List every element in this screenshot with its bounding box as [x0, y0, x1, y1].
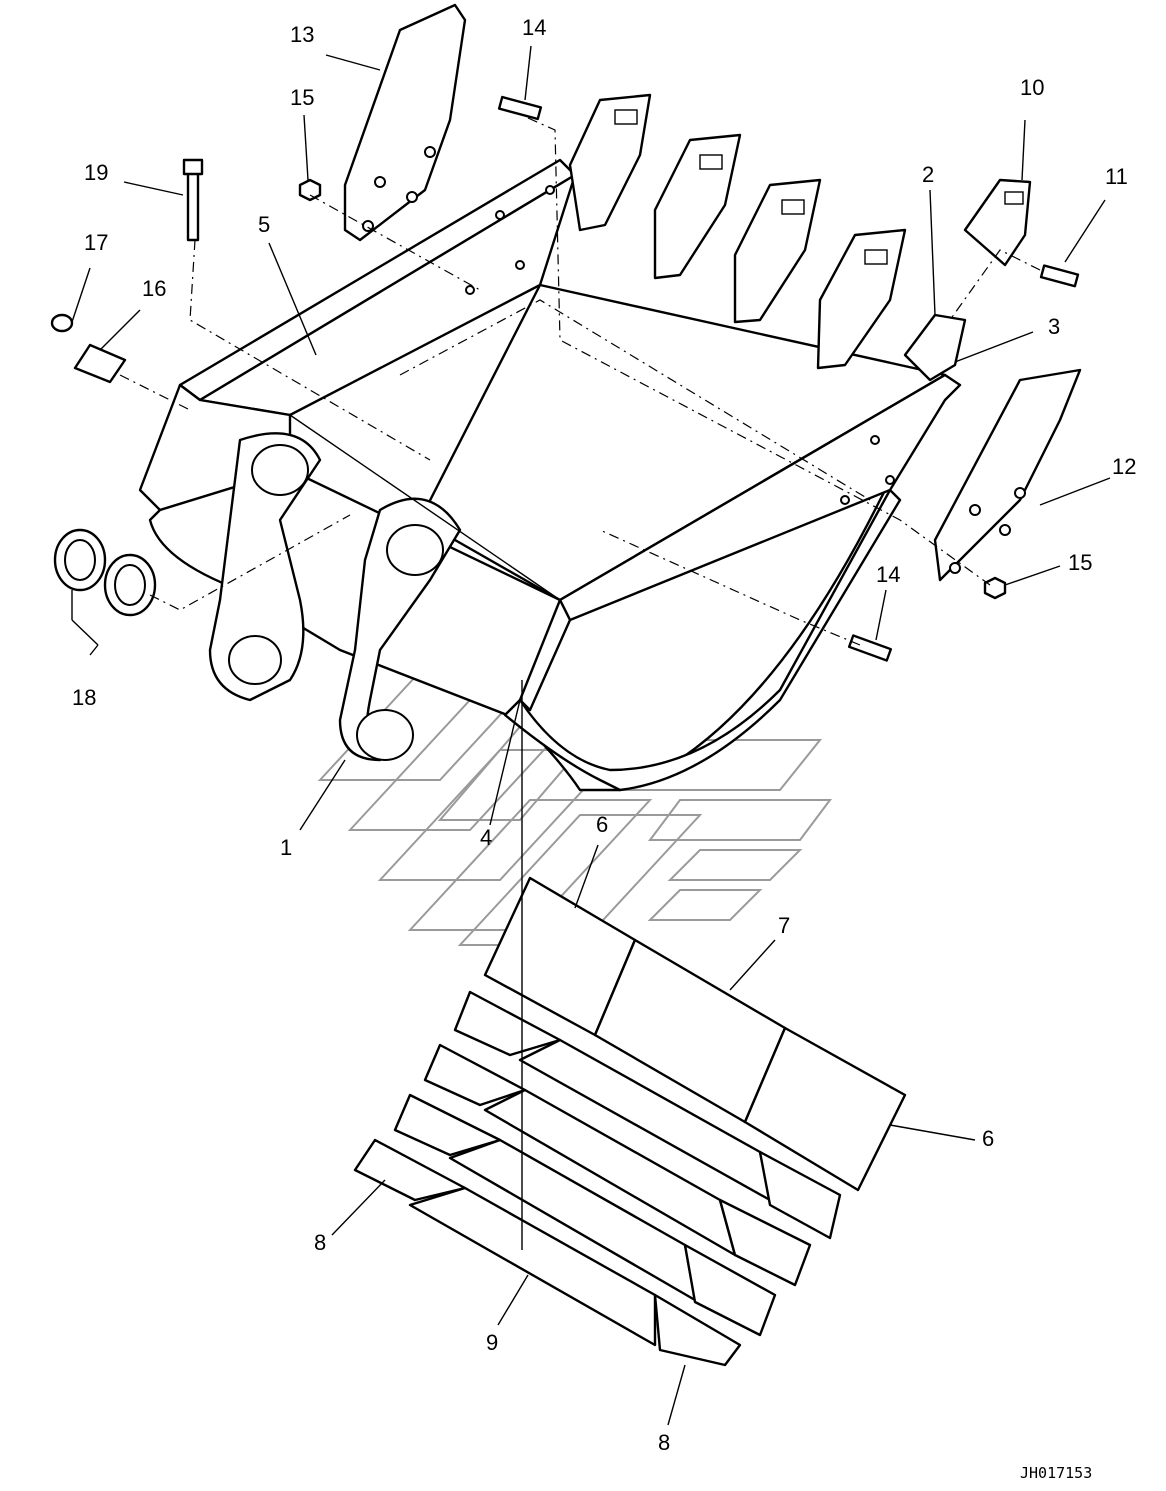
wear-plate-6-right	[743, 1026, 907, 1192]
tooth-2	[653, 133, 742, 280]
nut-15-top	[298, 178, 322, 202]
boss-lower-right	[356, 709, 414, 761]
bolt-14-right	[847, 634, 893, 662]
tooth-3	[733, 178, 822, 324]
callout-13: 13	[290, 22, 314, 47]
side-cutters	[343, 3, 1082, 582]
callout-17: 17	[84, 230, 108, 255]
top-hole-1	[545, 185, 555, 195]
bolt-19-head	[182, 158, 204, 176]
callout-9: 9	[486, 1330, 498, 1355]
callout-15a: 15	[290, 85, 314, 110]
callout-10: 10	[1020, 75, 1044, 100]
bolt-14-top	[497, 95, 543, 121]
callout-12: 12	[1112, 454, 1136, 479]
bucket-shell	[148, 373, 947, 792]
right-cutter-hole-2	[969, 504, 981, 516]
right-cutter-hole-3	[999, 524, 1011, 536]
side-cutter-right	[933, 368, 1082, 582]
drawing-number: JH017153	[1020, 1464, 1092, 1482]
callout-6b: 6	[982, 1126, 994, 1151]
nut-15-right	[983, 576, 1007, 600]
liner-row-1a	[453, 990, 562, 1057]
side-hole-3	[840, 495, 850, 505]
liner-row-4b	[408, 1186, 657, 1347]
wear-plates	[353, 680, 907, 1367]
callout-18: 18	[72, 685, 96, 710]
assembly-lines	[119, 117, 1041, 646]
top-hole-3	[515, 260, 525, 270]
liner-row-4c	[653, 1293, 742, 1367]
callout-14a: 14	[522, 15, 546, 40]
bolt-19	[186, 168, 200, 242]
hinge-plate-left	[208, 432, 322, 702]
callout-2: 2	[922, 162, 934, 187]
top-hole-2	[495, 210, 505, 220]
callout-14b: 14	[876, 562, 900, 587]
callout-1: 1	[280, 835, 292, 860]
boss-upper-right	[386, 524, 444, 576]
callout-8b: 8	[658, 1430, 670, 1455]
right-cutter-hole-4	[949, 562, 961, 574]
callout-3: 3	[1048, 314, 1060, 339]
boss-upper-left	[251, 444, 309, 496]
plate-16	[73, 343, 127, 384]
tooth-1	[568, 93, 652, 232]
fasteners	[50, 95, 1080, 662]
side-cutter-left	[343, 3, 467, 242]
callout-4: 4	[480, 825, 492, 850]
callout-8a: 8	[314, 1230, 326, 1255]
liner-row-3c	[683, 1243, 777, 1337]
liner-row-1c	[758, 1150, 842, 1240]
liner-row-2a	[423, 1043, 527, 1107]
liner-row-3a	[393, 1093, 502, 1157]
leader-lines	[71, 45, 1111, 1426]
teeth-row	[568, 93, 1032, 382]
callout-6a: 6	[596, 812, 608, 837]
callout-16: 16	[142, 276, 166, 301]
side-hole-1	[870, 435, 880, 445]
side-edge	[518, 598, 572, 712]
callout-11: 11	[1105, 164, 1128, 189]
cutting-edge	[503, 488, 902, 792]
pin-11	[1039, 264, 1080, 288]
boss-lower-left	[228, 635, 282, 685]
callout-5: 5	[258, 212, 270, 237]
top-hole-4	[465, 285, 475, 295]
liner-row-2c	[718, 1198, 812, 1287]
left-cutter-hole-1	[424, 146, 436, 158]
callout-19: 19	[84, 160, 108, 185]
left-cutter-hole-3	[406, 191, 418, 203]
tooth-5	[903, 313, 967, 382]
side-hole-2	[885, 475, 895, 485]
bucket-body	[138, 158, 962, 792]
callout-15b: 15	[1068, 550, 1092, 575]
tooth-4	[816, 228, 907, 370]
right-cutter-hole-1	[1014, 487, 1026, 499]
liner-row-4a	[353, 1138, 467, 1202]
left-cutter-hole-2	[374, 176, 386, 188]
loose-tooth	[963, 178, 1032, 267]
callout-7: 7	[778, 913, 790, 938]
callout-labels: 1 2 3 4 5 6 6 7 8 8 9 10 11 12 13 14 14 …	[72, 15, 1136, 1455]
screw-17	[50, 313, 74, 333]
